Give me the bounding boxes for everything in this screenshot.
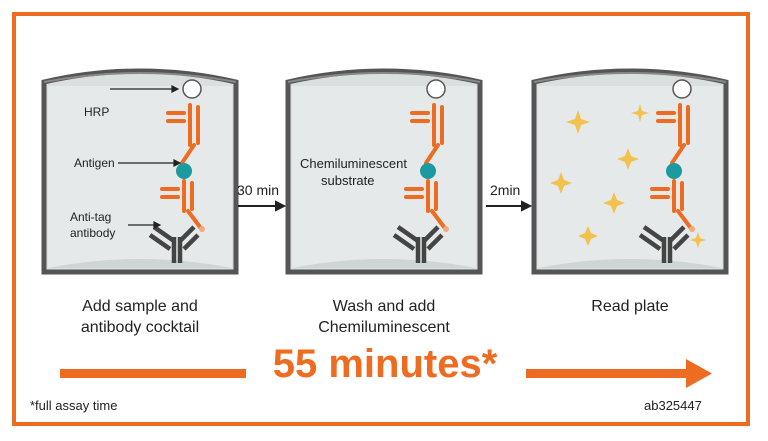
step-label-2: 2min [490,182,521,198]
total-time-banner: 55 minutes* [272,342,498,386]
antitag-label-line2: antibody [70,226,116,240]
well-2-caption-line1: Wash and add [332,298,436,315]
antitag-label-line1: Anti-tag [70,210,112,224]
well-3 [531,68,729,275]
well-1 [41,68,239,275]
step-label-1: 30 min [237,182,280,198]
well-2 [285,68,483,275]
timeline-arrow [60,359,712,388]
substrate-label-line2: substrate [321,173,375,188]
well-1-caption: Add sample and antibody cocktail [44,296,236,338]
hrp-label: HRP [84,105,110,119]
well-1-caption-line2: antibody cocktail [80,319,200,336]
sparkle-icons [550,104,706,248]
footnote: *full assay time [30,398,118,413]
well-3-caption-line1: Read plate [591,298,669,315]
well-3-caption: Read plate [534,296,726,317]
well-2-caption: Wash and add Chemiluminescent [288,296,480,338]
product-code: ab325447 [644,398,702,413]
well-1-caption-line1: Add sample and [82,298,198,315]
substrate-label-line1: Chemiluminescent [300,156,407,171]
well-2-caption-line2: Chemiluminescent [318,319,450,336]
antigen-label: Antigen [74,156,115,170]
